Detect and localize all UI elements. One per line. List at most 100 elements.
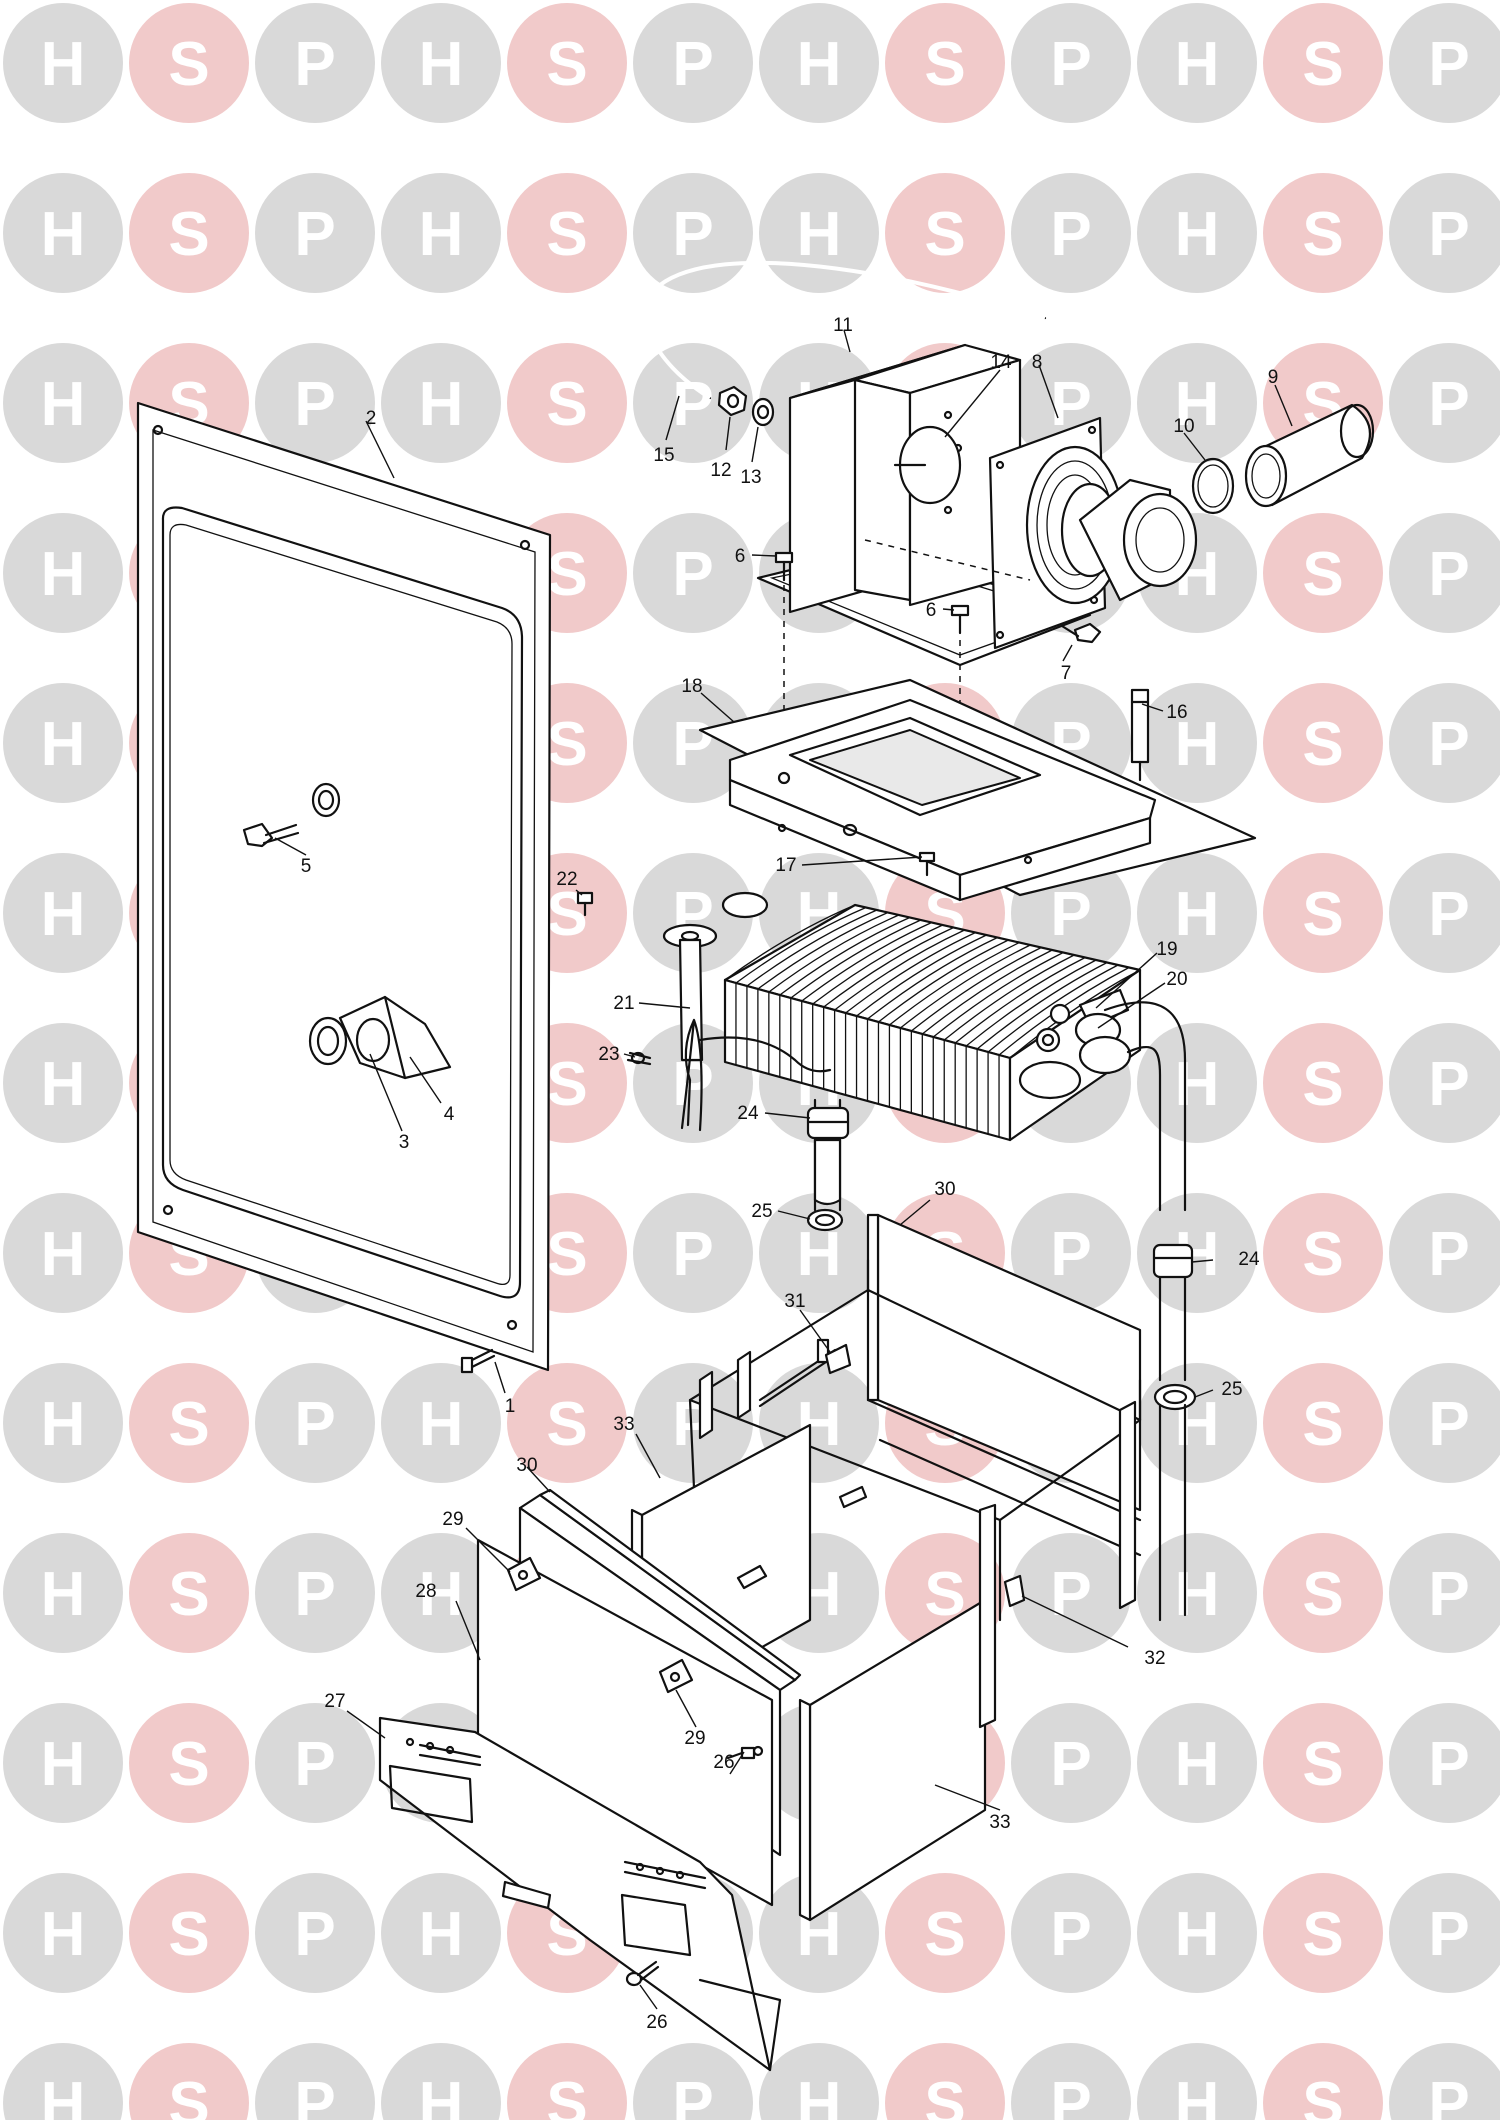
watermark-circle	[1137, 1533, 1257, 1653]
watermark-circle	[1263, 853, 1383, 973]
watermark-circle	[885, 173, 1005, 293]
watermark-letter: S	[168, 1730, 209, 1799]
watermark-letter: H	[41, 710, 86, 779]
part-label-11: 11	[833, 315, 853, 336]
watermark-circle	[1137, 2043, 1257, 2120]
exchanger-fin	[987, 964, 1119, 1053]
watermark-circle	[1263, 173, 1383, 293]
part-label-31: 31	[784, 1291, 805, 1312]
watermark-letter: H	[41, 1050, 86, 1119]
exchanger-fin	[746, 909, 878, 987]
watermark-letter: P	[1428, 1900, 1469, 1969]
watermark-circle	[1263, 1363, 1383, 1483]
watermark-circle	[1389, 1533, 1500, 1653]
part-label-12: 12	[710, 460, 731, 481]
watermark-circle	[129, 1703, 249, 1823]
part-label-20: 20	[1166, 969, 1187, 990]
watermark-letter: H	[41, 880, 86, 949]
watermark-circle	[507, 3, 627, 123]
exchanger-fin	[724, 904, 856, 981]
watermark-circle	[1389, 1363, 1500, 1483]
watermark-circle	[3, 343, 123, 463]
part-label-30b: 30	[516, 1455, 537, 1476]
watermark-circle	[3, 1873, 123, 1993]
watermark-letter: P	[294, 1730, 335, 1799]
part-label-29a: 29	[442, 1509, 463, 1530]
watermark-circle	[3, 2043, 123, 2120]
watermark-letter: H	[41, 30, 86, 99]
watermark-letter: H	[1175, 1900, 1220, 1969]
watermark-circle	[1137, 1023, 1257, 1143]
watermark-letter: H	[41, 200, 86, 269]
watermark-circle	[381, 1533, 501, 1653]
watermark-letter: H	[1175, 880, 1220, 949]
watermark-circle	[129, 3, 249, 123]
watermark-letter: H	[1175, 2070, 1220, 2120]
watermark-circle	[759, 1873, 879, 1993]
watermark-letter: S	[1302, 1390, 1343, 1459]
watermark-circle	[1011, 173, 1131, 293]
watermark-letter: P	[672, 1050, 713, 1119]
fan-assembly-drawing	[644, 260, 1375, 810]
exchanger-fin	[768, 914, 900, 993]
watermark-circle	[1011, 3, 1131, 123]
watermark-letter: H	[1175, 30, 1220, 99]
watermark-circle	[1011, 1873, 1131, 1993]
watermark-letter: P	[1050, 1220, 1091, 1289]
watermark-letter: P	[1428, 1390, 1469, 1459]
front-combustion-panel-drawing	[378, 1488, 802, 2072]
watermark-letter: S	[546, 1390, 587, 1459]
part-label-2: 2	[366, 408, 377, 429]
part-label-25a: 25	[751, 1201, 772, 1222]
part-label-3: 3	[399, 1132, 410, 1153]
watermark-letter: P	[294, 30, 335, 99]
part-label-24b: 24	[1238, 1249, 1260, 1270]
exchanger-fins	[724, 904, 1141, 1059]
watermark-letter: S	[168, 1560, 209, 1629]
watermark-letter: S	[924, 1900, 965, 1969]
watermark-circle	[255, 343, 375, 463]
watermark-letter: P	[1050, 1900, 1091, 1969]
watermark-circle	[381, 1873, 501, 1993]
watermark-circle	[507, 173, 627, 293]
watermark-circle	[1389, 1193, 1500, 1313]
part-label-26b: 26	[646, 2012, 667, 2033]
watermark-letter: H	[797, 30, 842, 99]
watermark-circle	[129, 1873, 249, 1993]
exchanger-fin	[779, 916, 911, 996]
watermark-circle	[1389, 853, 1500, 973]
watermark-circle	[633, 343, 753, 463]
watermark-letter: P	[1428, 1730, 1469, 1799]
watermark-letter: P	[294, 1390, 335, 1459]
watermark-letter: S	[924, 200, 965, 269]
watermark-circle	[1263, 1193, 1383, 1313]
watermark-circle	[1389, 2043, 1500, 2120]
watermark-circle	[1011, 1533, 1131, 1653]
watermark-circle	[1389, 173, 1500, 293]
watermark-circle	[1137, 3, 1257, 123]
exchanger-fin	[899, 944, 1031, 1029]
watermark-circle	[3, 1023, 123, 1143]
watermark-circle	[1389, 1023, 1500, 1143]
watermark-circle	[3, 683, 123, 803]
part-label-6b: 6	[926, 600, 937, 621]
watermark-letter: H	[419, 30, 464, 99]
part-label-29b: 29	[684, 1728, 705, 1749]
watermark-circle	[255, 173, 375, 293]
exchanger-fin	[878, 939, 1009, 1023]
watermark-circle	[255, 1363, 375, 1483]
watermark-letter: P	[294, 200, 335, 269]
watermark-letter: S	[546, 370, 587, 439]
watermark-letter: H	[797, 1220, 842, 1289]
watermark-letter: P	[1428, 540, 1469, 609]
watermark-letter: S	[168, 1900, 209, 1969]
watermark-letter: P	[1428, 1560, 1469, 1629]
watermark-letter: S	[546, 1050, 587, 1119]
watermark-letter: H	[41, 1560, 86, 1629]
exchanger-fin	[823, 926, 954, 1008]
combustion-chamber-drawing	[630, 1213, 1142, 1922]
exchanger-fin	[790, 919, 922, 999]
watermark-letter: P	[294, 370, 335, 439]
watermark-letter: H	[419, 200, 464, 269]
